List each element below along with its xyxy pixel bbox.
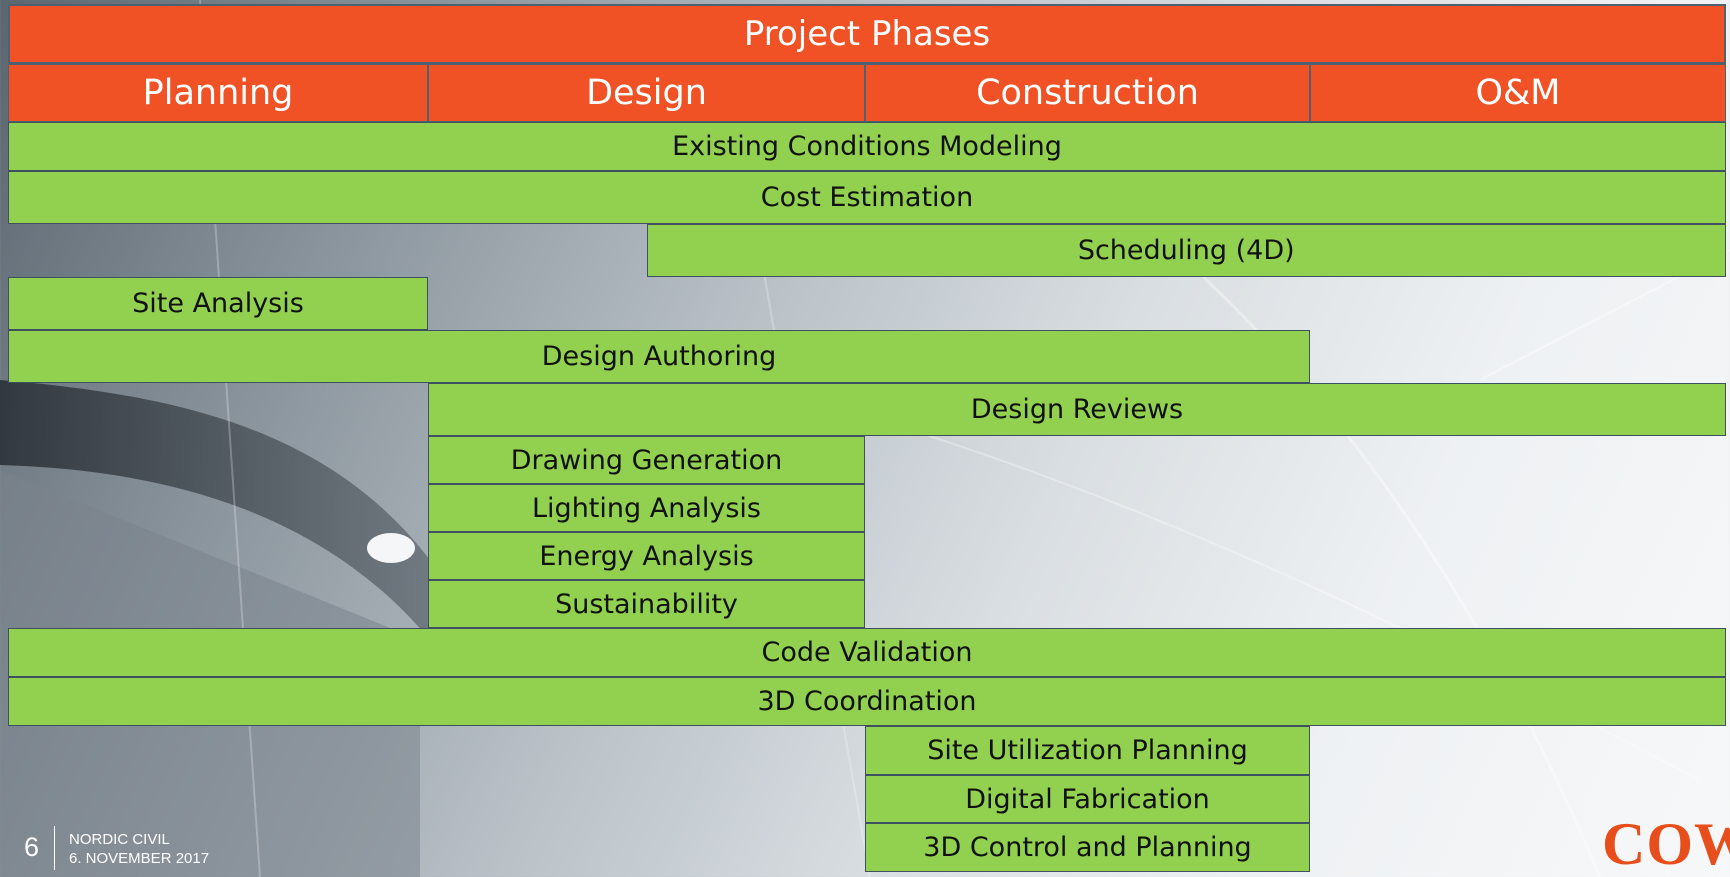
task-bar: 3D Coordination [8,677,1726,726]
task-bar: Energy Analysis [428,532,865,580]
task-bar: Site Analysis [8,277,428,330]
task-bar: Drawing Generation [428,436,865,484]
task-bar: Existing Conditions Modeling [8,122,1726,171]
page-number: 6 [24,832,40,862]
task-bar: Cost Estimation [8,171,1726,224]
ceiling-light [367,533,415,563]
footer-info: NORDIC CIVIL 6. NOVEMBER 2017 [69,830,209,868]
footer-line-2: 6. NOVEMBER 2017 [69,850,210,867]
task-bar: 3D Control and Planning [865,823,1310,872]
task-bar: Design Authoring [8,330,1310,383]
task-bar: Sustainability [428,580,865,628]
task-bar: Site Utilization Planning [865,726,1310,775]
task-bar: Lighting Analysis [428,484,865,532]
diagram-title: Project Phases [8,4,1726,64]
task-bar: Scheduling (4D) [646,224,1726,277]
phase-header-4: O&M [1310,64,1726,122]
task-bar: Design Reviews [428,383,1726,436]
phase-header-2: Design [428,64,865,122]
company-logo: COW [1602,811,1730,877]
task-bar: Code Validation [8,628,1726,677]
phase-header-1: Planning [8,64,428,122]
footer-divider [54,826,55,870]
footer-line-1: NORDIC CIVIL [69,831,170,848]
phase-header-3: Construction [865,64,1310,122]
task-bar: Digital Fabrication [865,775,1310,823]
